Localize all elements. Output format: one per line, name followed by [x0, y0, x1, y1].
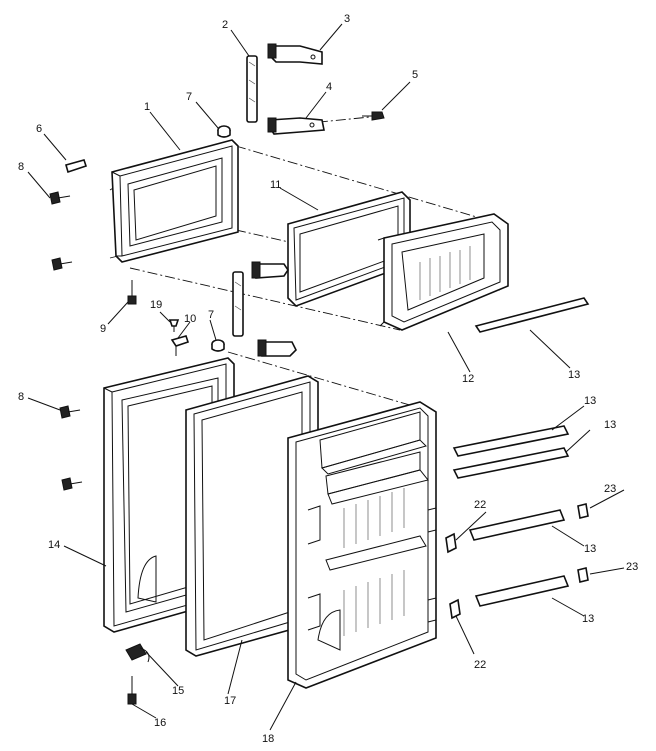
part-2-hinge-pin	[246, 55, 258, 123]
part-16-screw	[127, 676, 137, 705]
callout-13-top: 13	[568, 369, 580, 381]
part-18-fresh-food-liner	[287, 401, 437, 689]
part-15-bottom-hinge	[125, 643, 150, 663]
leader-lines	[27, 23, 625, 731]
part-8-screws-upper	[49, 191, 73, 271]
callout-16: 16	[154, 717, 166, 729]
callout-13-d: 13	[582, 613, 594, 625]
part-1-freezer-door	[111, 139, 239, 263]
part-5-screw	[362, 111, 385, 121]
part-3-upper-hinge	[267, 43, 323, 65]
part-13-shelf-bar-3	[468, 509, 566, 541]
callout-3: 3	[344, 13, 350, 25]
part-9-screw	[127, 280, 137, 305]
part-6-plug	[65, 159, 88, 174]
callout-6: 6	[36, 123, 42, 135]
callout-14: 14	[48, 539, 60, 551]
part-12-freezer-liner	[377, 213, 509, 331]
part-19-pin	[168, 319, 180, 332]
callout-1: 1	[144, 101, 150, 113]
callout-13-c: 13	[584, 543, 596, 555]
middle-hinge-bracket	[251, 261, 289, 279]
callout-5: 5	[412, 69, 418, 81]
callout-labels: 2 3 4 5 7 1 6 8 9 11 19 10 7 12 13 13 13…	[18, 13, 638, 745]
part-4-hinge	[267, 117, 325, 135]
callout-9: 9	[100, 323, 106, 335]
callout-11: 11	[270, 179, 281, 191]
callout-19: 19	[150, 299, 162, 311]
callout-4: 4	[326, 81, 332, 93]
callout-7-top: 7	[186, 91, 192, 103]
callout-13-b: 13	[604, 419, 616, 431]
callout-7-lower: 7	[208, 309, 214, 321]
part-13-shelf-bar-4	[474, 575, 570, 607]
callout-12: 12	[462, 373, 474, 385]
middle-hinge-pin	[232, 271, 244, 337]
callout-15: 15	[172, 685, 184, 697]
part-7-cap-lower	[211, 339, 225, 352]
part-22-retainer-upper	[445, 532, 457, 554]
part-8-screws-lower	[59, 405, 83, 491]
part-23-retainer-upper	[577, 503, 589, 519]
callout-13-a: 13	[584, 395, 596, 407]
callout-22-lower: 22	[474, 659, 486, 671]
callout-23-lower: 23	[626, 561, 638, 573]
part-13-shelf-bar-2	[452, 447, 570, 479]
part-23-retainer-lower	[577, 567, 589, 583]
lower-hinge-bracket	[257, 339, 297, 357]
part-10-stop	[170, 335, 190, 356]
callout-17: 17	[224, 695, 236, 707]
part-7-cap-top	[217, 125, 231, 138]
callout-2: 2	[222, 19, 228, 31]
part-13-shelf-bar-top	[474, 297, 590, 333]
callout-8-upper: 8	[18, 161, 24, 173]
callout-18: 18	[262, 733, 274, 745]
callout-22-upper: 22	[474, 499, 486, 511]
part-22-retainer-lower	[449, 598, 461, 620]
part-13-shelf-bar-1	[452, 425, 570, 457]
callout-8-lower: 8	[18, 391, 24, 403]
callout-10: 10	[184, 313, 196, 325]
callout-23-upper: 23	[604, 483, 616, 495]
